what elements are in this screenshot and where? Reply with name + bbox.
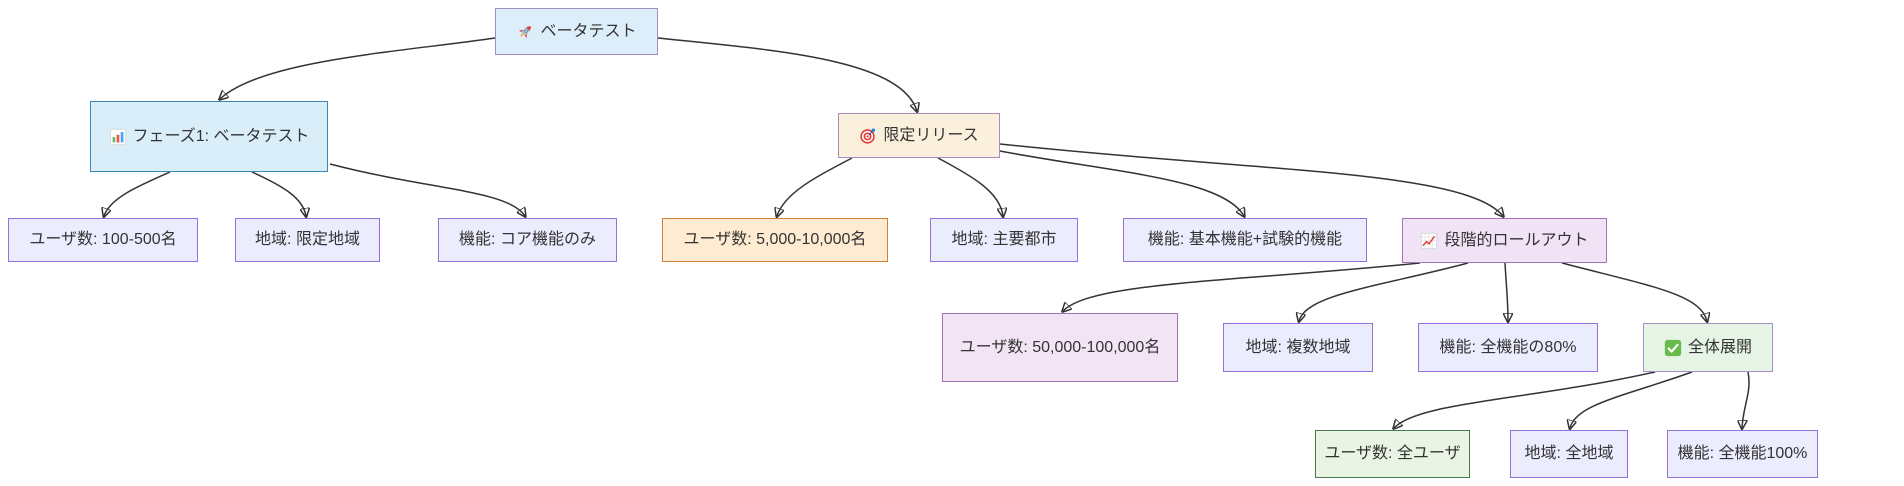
node-limited-region: 地域: 主要都市 [930,218,1078,262]
node-label: 機能: 基本機能+試験的機能 [1147,231,1343,248]
node-label: ベータテスト [540,22,637,40]
node-full-region: 地域: 全地域 [1510,430,1628,478]
node-label: ユーザ数: 5,000-10,000名 [683,231,867,248]
node-label: フェーズ1: ベータテスト [132,127,310,145]
edge-full-region [1570,371,1693,428]
node-rollout-region: 地域: 複数地域 [1223,323,1373,372]
node-rollout-features: 機能: 全機能の80% [1418,323,1598,372]
node-limited-users: ユーザ数: 5,000-10,000名 [662,218,888,262]
node-phase1-beta-test: フェーズ1: ベータテスト [90,101,328,172]
edge-root-phase1 [220,37,496,99]
edge-phase1-region [251,171,306,216]
node-beta-users: ユーザ数: 100-500名 [8,218,198,262]
edge-rollout-features [1505,262,1508,321]
node-label: 地域: 複数地域 [1245,338,1351,356]
node-full-features: 機能: 全機能100% [1667,430,1818,478]
node-label: 機能: 全機能の80% [1439,338,1577,356]
node-limited-release: 限定リリース [838,113,1000,158]
edge-rollout-users [1063,262,1421,311]
edge-root-limited [657,37,917,111]
node-full-deployment: 全体展開 [1643,323,1773,372]
edge-limited-rollout [999,143,1503,216]
node-label: 機能: コア機能のみ [459,231,596,248]
node-label: ユーザ数: 全ユーザ [1324,445,1461,462]
edge-phase1-users [104,171,171,216]
node-staged-rollout: 段階的ロールアウト [1402,218,1607,263]
check-mark-icon [1664,339,1682,357]
edge-full-features [1742,371,1750,428]
target-icon [859,127,877,145]
node-label: 地域: 主要都市 [951,231,1057,248]
node-label: 全体展開 [1687,338,1752,356]
node-label: ユーザ数: 100-500名 [29,231,177,248]
node-beta-region: 地域: 限定地域 [235,218,380,262]
node-beta-features: 機能: コア機能のみ [438,218,617,262]
node-label: 機能: 全機能100% [1677,445,1808,462]
node-label: 地域: 限定地域 [255,231,360,248]
edge-phase1-features [329,163,525,216]
edge-limited-features [999,150,1244,216]
edge-limited-users [777,157,853,216]
node-full-users: ユーザ数: 全ユーザ [1315,430,1470,478]
edge-full-users [1394,371,1656,428]
node-beta-test: ベータテスト [495,8,658,55]
node-rollout-users: ユーザ数: 50,000-100,000名 [942,313,1178,382]
edge-rollout-region [1299,262,1469,321]
bar-chart-icon [109,128,127,146]
node-limited-features: 機能: 基本機能+試験的機能 [1123,218,1367,262]
node-label: ユーザ数: 50,000-100,000名 [959,338,1161,356]
edge-rollout-full [1561,262,1707,321]
node-label: 地域: 全地域 [1524,445,1614,462]
rocket-icon [516,23,534,41]
chart-increasing-icon [1420,232,1438,250]
node-label: 段階的ロールアウト [1444,231,1589,249]
node-label: 限定リリース [883,126,979,144]
edge-limited-region [937,157,1003,216]
